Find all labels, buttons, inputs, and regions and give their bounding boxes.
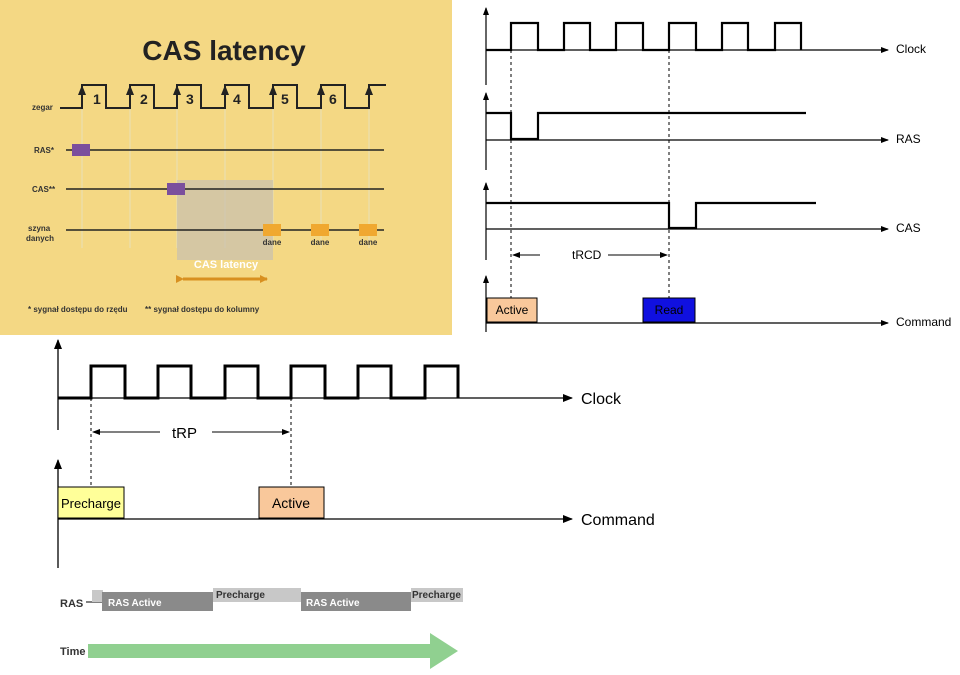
trp-interval-label: tRP xyxy=(172,425,197,442)
trp-signal-clock: Clock xyxy=(581,391,622,408)
trcd-signal-ras: RAS xyxy=(896,132,921,146)
cas-latency-region xyxy=(177,180,273,260)
timeline-segment-active xyxy=(301,592,411,611)
cycle-number: 6 xyxy=(329,91,337,107)
timeline-segment-active xyxy=(102,592,213,611)
timeline-precharge-stub xyxy=(92,590,103,602)
timeline-label-precharge: Precharge xyxy=(216,590,265,601)
timeline-segment-precharge xyxy=(411,588,463,602)
footnote-col: ** sygnał dostępu do kolumny xyxy=(145,305,260,314)
trcd-signal-clock: Clock xyxy=(896,42,927,56)
trcd-interval-label: tRCD xyxy=(572,248,602,262)
data-marker xyxy=(311,224,329,236)
trcd-read-label: Read xyxy=(655,303,684,317)
trp-active-command xyxy=(258,486,325,519)
trp-signal-command: Command xyxy=(581,512,655,529)
trp-active-label: Active xyxy=(272,495,310,511)
trcd-clock-waveform xyxy=(486,21,803,52)
ras-timeline: RAS RAS Active Precharge RAS Active Prec… xyxy=(60,588,463,669)
row-label-bus-2: danych xyxy=(26,234,54,243)
timeline-segment-precharge xyxy=(213,588,301,602)
trcd-signal-cas: CAS xyxy=(896,221,921,235)
data-marker xyxy=(263,224,281,236)
trcd-active-command xyxy=(486,297,538,323)
data-marker xyxy=(359,224,377,236)
trp-precharge-command xyxy=(57,486,125,519)
trcd-cas-waveform xyxy=(486,201,816,230)
cas-latency-label: CAS latency xyxy=(194,259,259,271)
cas-clock-waveform xyxy=(60,84,386,109)
ras-marker xyxy=(72,144,90,156)
cas-latency-panel: CAS latency 1 2 3 4 5 6 zegar RAS* CAS** xyxy=(0,0,452,335)
footnote-row: * sygnał dostępu do rzędu xyxy=(28,305,128,314)
cycle-number: 3 xyxy=(186,91,194,107)
trp-clock-waveform xyxy=(58,364,460,400)
trcd-ras-waveform xyxy=(486,111,806,141)
row-label-ras: RAS* xyxy=(34,146,55,155)
trcd-diagram xyxy=(483,7,889,332)
trcd-signal-command: Command xyxy=(896,315,951,329)
cycle-number: 5 xyxy=(281,91,289,107)
cas-marker xyxy=(167,183,185,195)
timeline-label-active: RAS Active xyxy=(306,598,360,609)
trp-precharge-label: Precharge xyxy=(61,496,121,511)
timeline-ras-label: RAS xyxy=(60,598,83,610)
data-label: dane xyxy=(359,238,378,247)
row-label-cas: CAS** xyxy=(32,185,56,194)
timeline-label-active: RAS Active xyxy=(108,598,162,609)
data-label: dane xyxy=(311,238,330,247)
cycle-number: 4 xyxy=(233,91,241,107)
timeline-label-precharge: Precharge xyxy=(412,590,461,601)
data-label: dane xyxy=(263,238,282,247)
time-arrow xyxy=(88,633,458,669)
row-label-clock: zegar xyxy=(32,103,53,112)
timeline-time-label: Time xyxy=(60,646,85,658)
cas-title: CAS latency xyxy=(142,35,306,66)
trcd-active-label: Active xyxy=(496,303,529,317)
trp-diagram xyxy=(54,339,573,568)
cycle-number: 1 xyxy=(93,91,101,107)
row-label-bus: szyna xyxy=(28,224,51,233)
trcd-read-command xyxy=(642,297,696,323)
cycle-number: 2 xyxy=(140,91,148,107)
